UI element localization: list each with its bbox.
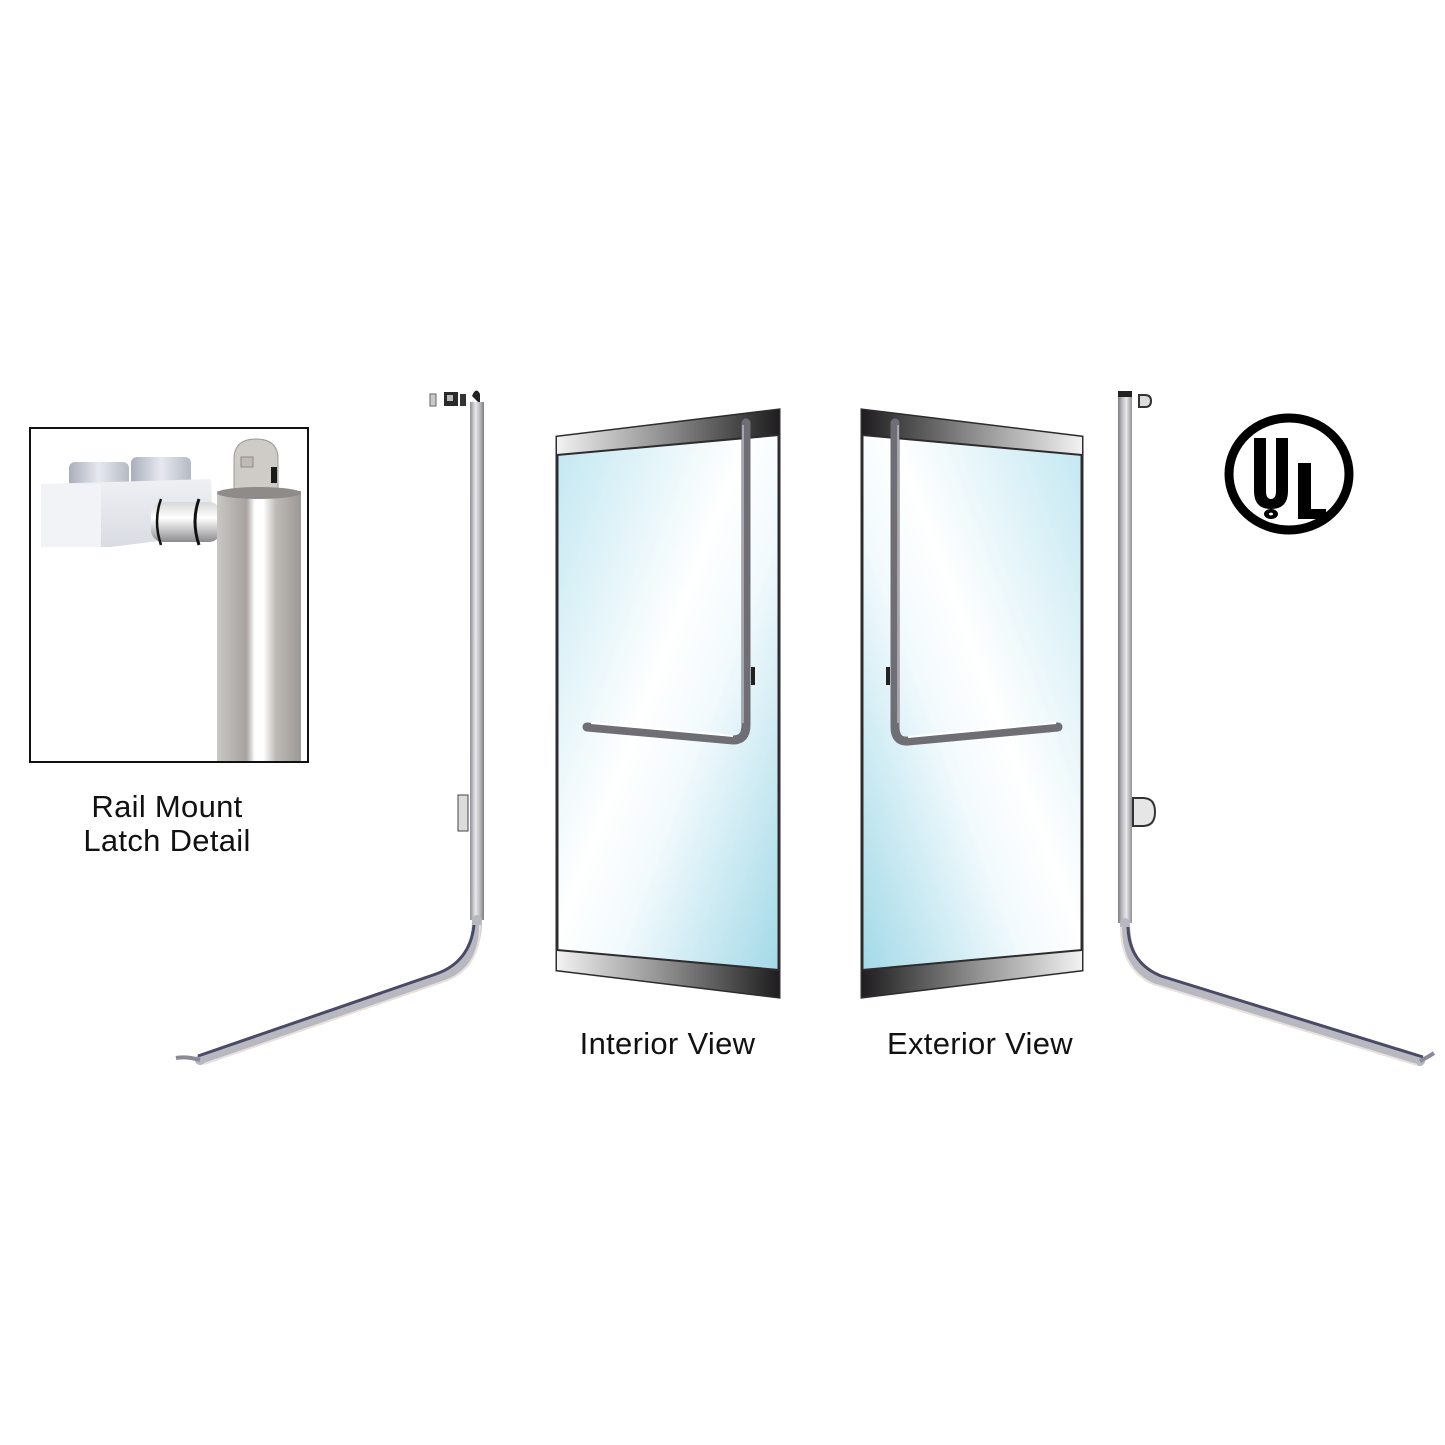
left-pull-rail (170, 380, 500, 1080)
latch-detail-caption: Rail Mount Latch Detail (29, 790, 305, 858)
exterior-door-illustration (860, 408, 1084, 999)
latch-detail-caption-line2: Latch Detail (83, 823, 251, 858)
interior-view-caption: Interior View (579, 1026, 756, 1061)
interior-door-illustration (555, 408, 781, 999)
exterior-view-door (858, 405, 1088, 1005)
latch-detail-caption-line1: Rail Mount (91, 789, 243, 824)
left-rail-illustration (175, 390, 484, 1065)
ul-certification-logo (1222, 411, 1356, 537)
ul-logo-icon (1224, 413, 1354, 535)
right-pull-rail (1105, 385, 1435, 1075)
right-rail-illustration (1118, 391, 1435, 1066)
exterior-view-caption: Exterior View (887, 1026, 1073, 1061)
latch-detail-illustration (41, 438, 301, 761)
interior-view-door (555, 405, 785, 1005)
latch-detail-inset (29, 427, 309, 763)
